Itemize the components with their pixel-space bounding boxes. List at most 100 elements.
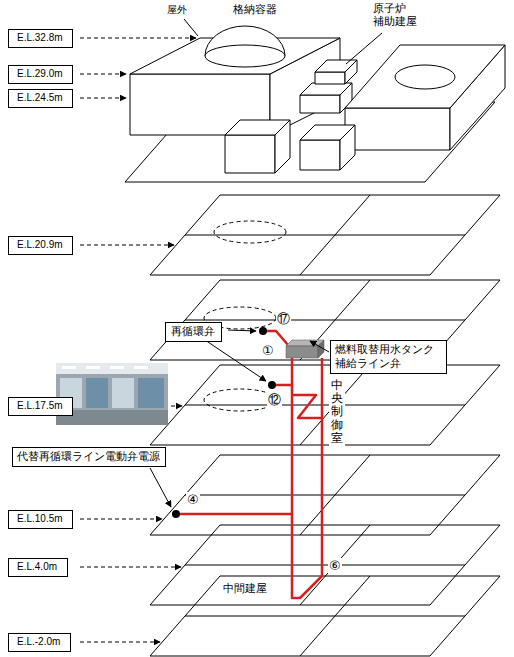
elevation-tag: E.L.20.9m bbox=[8, 236, 73, 255]
component-callout: 燃料取替用水タンク 補給ライン弁 bbox=[330, 340, 447, 374]
label-text: ⑰ bbox=[276, 311, 291, 327]
step-block bbox=[300, 140, 340, 170]
photo-light bbox=[134, 366, 148, 369]
vessel-outline bbox=[204, 389, 276, 411]
floor-grid bbox=[185, 525, 465, 605]
label-text: 中央制御室 bbox=[329, 378, 345, 446]
label-text: ① bbox=[261, 343, 275, 359]
box-text: E.L.20.9m bbox=[17, 239, 64, 252]
box-text: E.L.29.0m bbox=[17, 68, 64, 81]
label-text: 中間建屋 bbox=[222, 582, 268, 595]
step-block bbox=[225, 120, 290, 135]
callout-number: ⑫ bbox=[267, 392, 282, 408]
dashed-vessel-outlines bbox=[204, 221, 286, 411]
callout-number: ① bbox=[261, 343, 275, 359]
leader-lines bbox=[150, 19, 382, 507]
valve-box-front bbox=[286, 346, 318, 358]
access-route bbox=[176, 331, 322, 598]
step-block bbox=[315, 60, 357, 72]
elevation-pointer bbox=[80, 519, 162, 520]
elevation-pointer bbox=[80, 74, 126, 75]
floor-grid bbox=[185, 455, 465, 535]
photo-light bbox=[86, 366, 100, 369]
building-roof bbox=[345, 45, 505, 108]
box-text: E.L.10.5m bbox=[17, 513, 64, 526]
leader-line bbox=[150, 468, 171, 507]
floor-plane bbox=[150, 195, 500, 275]
box-text: E.L.4.0m bbox=[17, 561, 59, 574]
room-label: 中央制御室 bbox=[329, 378, 345, 446]
location-dot bbox=[268, 381, 276, 389]
photo-ceiling bbox=[56, 363, 168, 374]
buildings bbox=[130, 26, 505, 173]
leader-line bbox=[205, 340, 266, 381]
containment-dome-base bbox=[205, 45, 285, 67]
elevation-pointer bbox=[80, 38, 196, 39]
building-face bbox=[345, 108, 450, 150]
photo-panel bbox=[86, 378, 108, 408]
building-label: 原子炉 補助建屋 bbox=[372, 2, 424, 28]
component-callout: 再循環弁 bbox=[165, 322, 222, 342]
step-block bbox=[225, 135, 275, 173]
vessel-top bbox=[395, 65, 455, 89]
elevation-tag: E.L.29.0m bbox=[8, 65, 73, 84]
leader-line bbox=[346, 33, 382, 64]
photo-ground bbox=[56, 363, 168, 425]
elevation-pointer bbox=[80, 642, 160, 643]
floor-grid bbox=[185, 576, 465, 656]
leader-line bbox=[184, 19, 198, 36]
photo-panel bbox=[138, 378, 164, 408]
label-text: 屋外 bbox=[166, 4, 188, 16]
box-text: E.L.-2.0m bbox=[17, 636, 62, 649]
callout-number: ⑰ bbox=[276, 311, 291, 327]
floor-planes bbox=[125, 102, 500, 656]
area-label: 屋外 bbox=[166, 4, 188, 16]
photo-panel bbox=[112, 378, 134, 408]
component-callout: 代替再循環ライン電動弁電源 bbox=[12, 447, 166, 467]
box-text: 燃料取替用水タンク 補給ライン弁 bbox=[335, 343, 441, 371]
step-block bbox=[315, 72, 345, 84]
box-text: E.L.17.5m bbox=[17, 400, 64, 413]
elevation-pointer bbox=[80, 98, 126, 99]
label-text: ⑫ bbox=[267, 392, 282, 408]
floor-grid bbox=[185, 365, 465, 445]
leader-line bbox=[228, 330, 256, 331]
label-text: ④ bbox=[186, 492, 200, 508]
route-line bbox=[176, 513, 292, 516]
leader-line bbox=[310, 341, 329, 352]
photo-light bbox=[110, 366, 124, 369]
vessel-outline bbox=[214, 221, 286, 243]
callout-number: ⑥ bbox=[328, 558, 342, 574]
floor-plane bbox=[150, 280, 500, 360]
box-text: E.L.24.5m bbox=[17, 92, 64, 105]
floor-plane bbox=[150, 576, 500, 656]
elevation-tag: E.L.32.8m bbox=[8, 29, 73, 48]
photo-light bbox=[62, 366, 76, 369]
step-block bbox=[300, 83, 352, 95]
step-block bbox=[300, 125, 355, 140]
building-label: 中間建屋 bbox=[222, 582, 268, 595]
elevation-pointer bbox=[80, 245, 174, 246]
elevation-tag: E.L.17.5m bbox=[8, 397, 73, 416]
step-block bbox=[300, 95, 340, 113]
elevation-tag: E.L.10.5m bbox=[8, 510, 73, 529]
location-dots bbox=[172, 327, 276, 518]
elevation-tag: E.L.-2.0m bbox=[8, 633, 71, 652]
floor-plane bbox=[150, 365, 500, 445]
label-text: 格納容器 bbox=[232, 3, 278, 16]
location-dot bbox=[172, 510, 180, 518]
elevation-tag: E.L.24.5m bbox=[8, 89, 73, 108]
floor-plane bbox=[150, 525, 500, 605]
box-text: 再循環弁 bbox=[171, 325, 216, 339]
tank-valve-box bbox=[286, 340, 324, 358]
control-room-photo bbox=[56, 363, 168, 425]
callout-number: ④ bbox=[186, 492, 200, 508]
floor-grid bbox=[185, 195, 465, 275]
label-text: ⑥ bbox=[328, 558, 342, 574]
elevation-tag: E.L.4.0m bbox=[8, 558, 68, 577]
location-dot bbox=[259, 327, 267, 335]
box-text: 代替再循環ライン電動弁電源 bbox=[17, 450, 161, 464]
